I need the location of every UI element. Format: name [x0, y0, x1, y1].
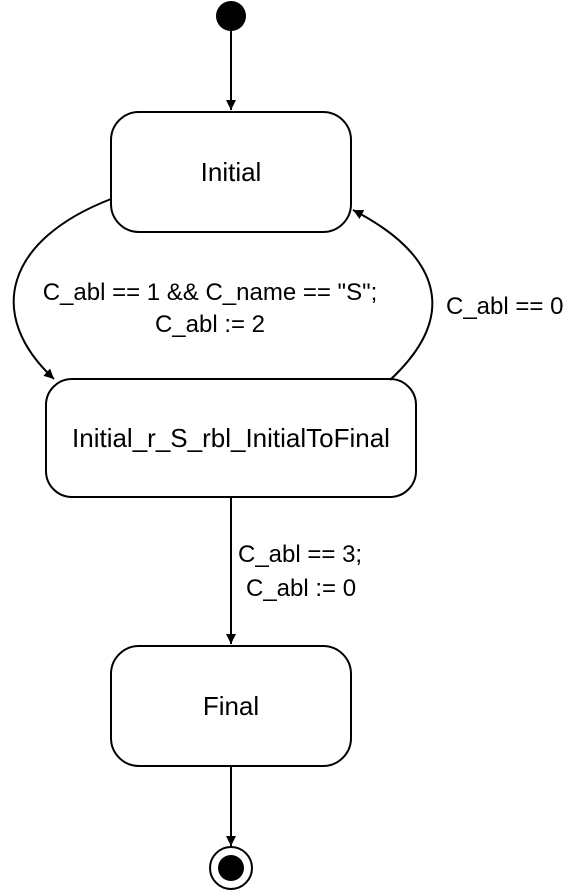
final-pseudostate-dot: [218, 855, 244, 881]
initial-pseudostate: [216, 1, 246, 31]
state-intermediate-label: Initial_r_S_rbl_InitialToFinal: [72, 423, 390, 453]
transition-t1-arrow: [12, 198, 112, 380]
state-final[interactable]: Final: [110, 645, 352, 767]
state-initial-box: [110, 111, 352, 233]
state-intermediate[interactable]: Initial_r_S_rbl_InitialToFinal: [45, 378, 417, 498]
state-initial[interactable]: Initial: [110, 111, 352, 233]
transition-t1-action: C_abl := 2: [155, 311, 265, 338]
final-pseudostate: [209, 846, 253, 890]
transition-t3-guard: C_abl == 3;: [238, 541, 362, 568]
transition-t1-guard: C_abl == 1 && C_name == "S";: [43, 279, 378, 306]
transition-t2-guard: C_abl == 0: [446, 293, 563, 320]
state-initial-label: Initial: [201, 157, 262, 187]
transition-t3-action: C_abl := 0: [246, 575, 356, 602]
transition-t2-arrow: [352, 209, 434, 381]
state-final-label: Final: [203, 691, 259, 721]
